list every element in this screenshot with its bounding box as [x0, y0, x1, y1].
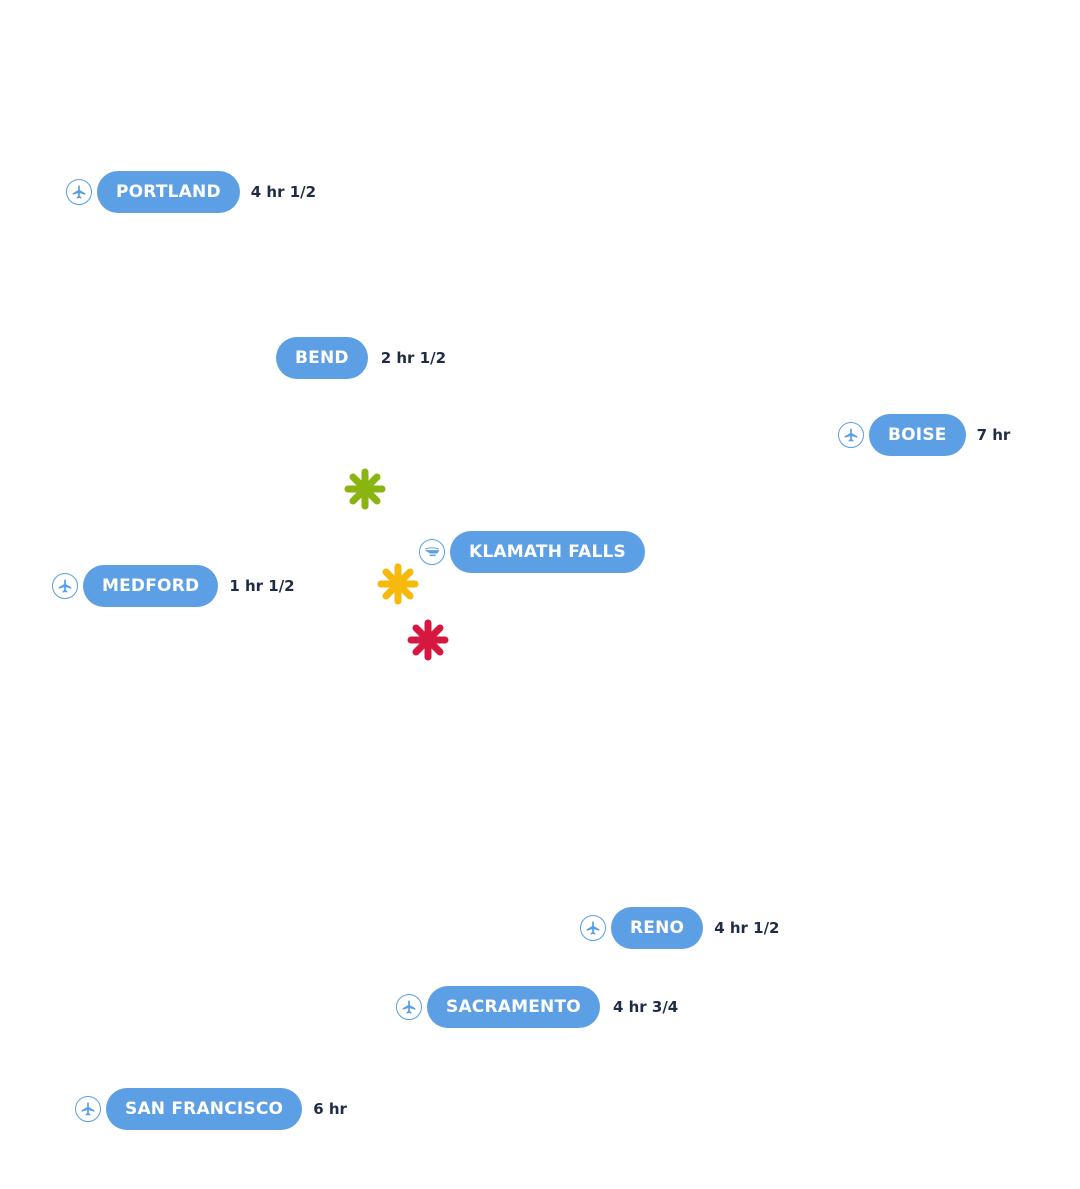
destination-bend[interactable]: BEND 2 hr 1/2 — [276, 336, 446, 380]
green-asterisk-marker — [344, 468, 386, 510]
airport-icon — [580, 915, 606, 941]
destination-boise[interactable]: BOISE 7 hr — [838, 413, 1010, 457]
destination-portland[interactable]: PORTLAND 4 hr 1/2 — [66, 170, 316, 214]
destination-label: PORTLAND — [97, 171, 240, 213]
airport-icon — [838, 422, 864, 448]
travel-time: 7 hr — [976, 426, 1011, 444]
airport-icon — [75, 1096, 101, 1122]
destination-san-francisco[interactable]: SAN FRANCISCO 6 hr — [75, 1087, 347, 1131]
destination-label: BEND — [276, 337, 368, 379]
destination-label: SAN FRANCISCO — [106, 1088, 303, 1130]
destination-klamath-falls[interactable]: KLAMATH FALLS — [419, 530, 645, 574]
travel-time: 4 hr 3/4 — [612, 998, 679, 1016]
airport-icon — [52, 573, 78, 599]
airport-icon — [396, 994, 422, 1020]
red-asterisk-marker — [407, 619, 449, 661]
airport-icon — [66, 179, 92, 205]
destination-label: KLAMATH FALLS — [450, 531, 645, 573]
travel-time: 4 hr 1/2 — [250, 183, 317, 201]
travel-time: 1 hr 1/2 — [229, 577, 295, 595]
travel-time: 4 hr 1/2 — [714, 919, 780, 937]
travel-time: 2 hr 1/2 — [380, 349, 447, 367]
destination-sacramento[interactable]: SACRAMENTO 4 hr 3/4 — [396, 985, 678, 1029]
train-icon — [419, 539, 445, 565]
destination-label: SACRAMENTO — [427, 986, 600, 1028]
destination-medford[interactable]: MEDFORD 1 hr 1/2 — [52, 564, 295, 608]
travel-time: 6 hr — [313, 1100, 347, 1118]
destination-label: MEDFORD — [83, 565, 219, 607]
yellow-asterisk-marker — [377, 563, 419, 605]
destination-label: RENO — [611, 907, 704, 949]
destination-reno[interactable]: RENO 4 hr 1/2 — [580, 906, 780, 950]
destination-label: BOISE — [869, 414, 966, 456]
